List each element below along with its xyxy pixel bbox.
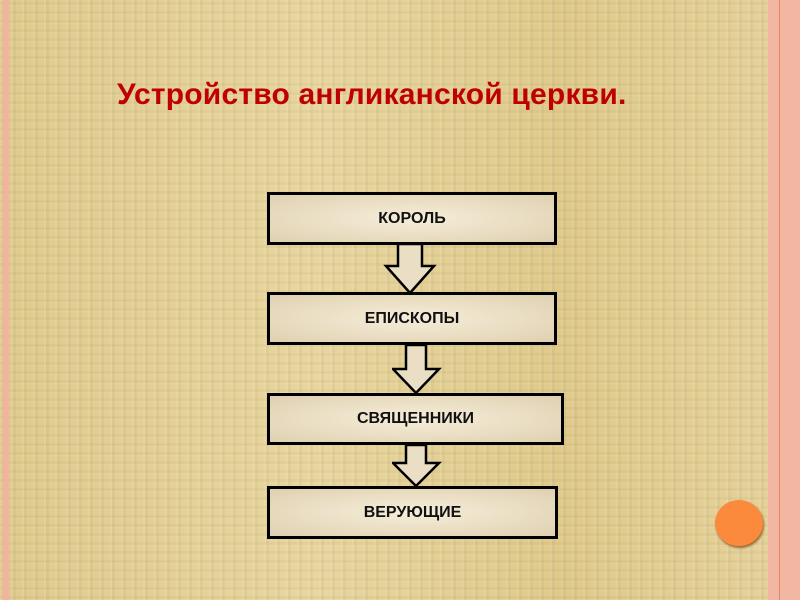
- down-arrow-icon: [383, 244, 437, 294]
- box-believers: ВЕРУЮЩИЕ: [267, 486, 558, 539]
- box-bishops: ЕПИСКОПЫ: [267, 292, 557, 345]
- right-border-line: [779, 0, 780, 600]
- box-king: КОРОЛЬ: [267, 192, 557, 245]
- right-border-stripe: [768, 0, 800, 600]
- slide-title: Устройство англиканской церкви.: [117, 78, 627, 111]
- box-priests: СВЯЩЕННИКИ: [267, 393, 564, 445]
- orange-circle-decoration: [715, 500, 763, 546]
- down-arrow-icon: [392, 345, 442, 395]
- left-border-stripe: [3, 0, 9, 600]
- down-arrow-icon: [392, 445, 443, 488]
